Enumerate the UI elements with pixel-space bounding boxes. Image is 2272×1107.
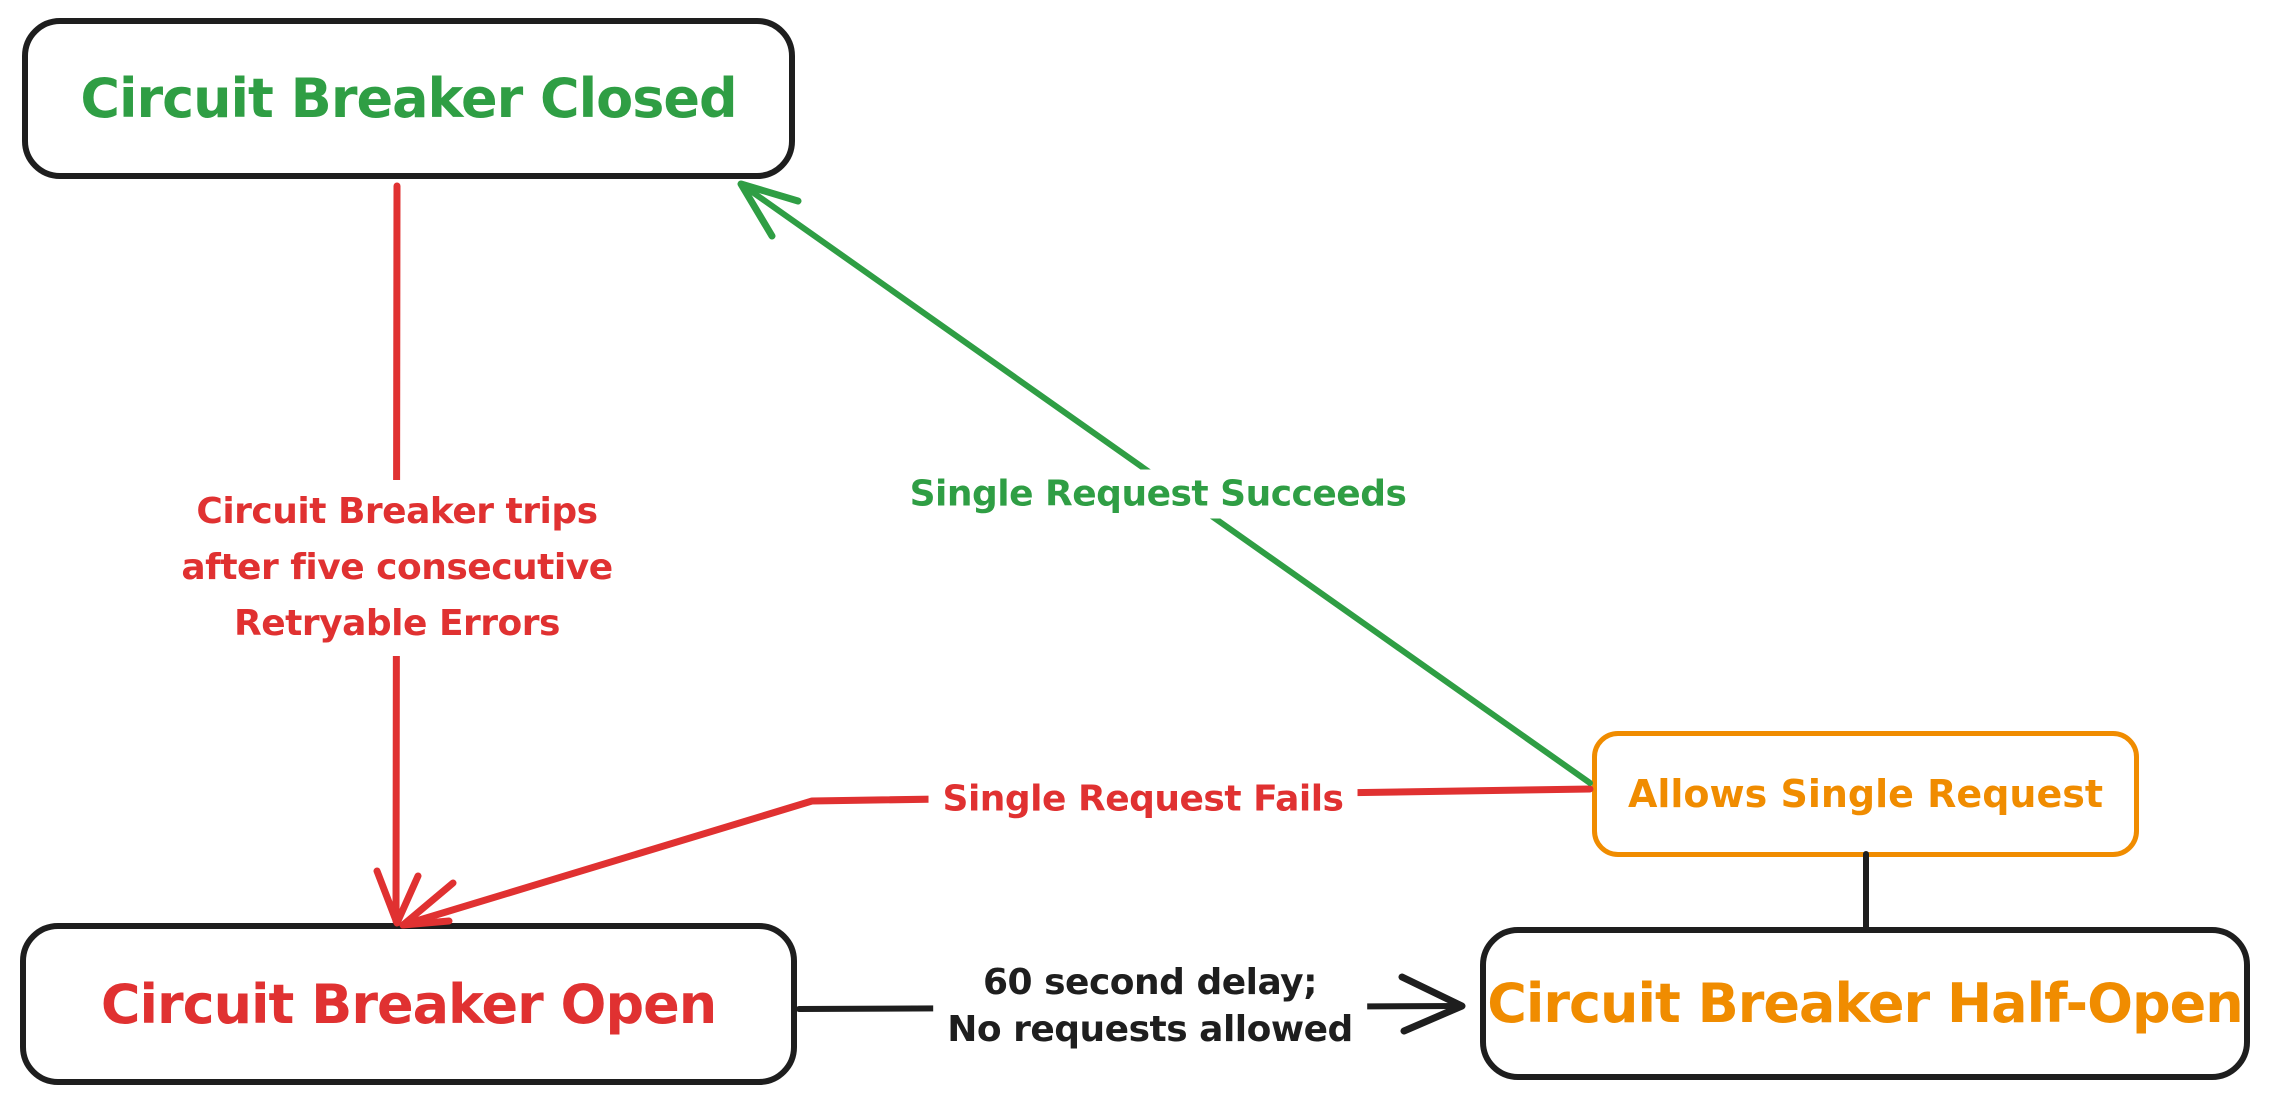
- delay-edge-label: 60 second delay; No requests allowed: [933, 955, 1367, 1057]
- node-circuit-breaker-half-open: Circuit Breaker Half-Open: [1480, 927, 2250, 1080]
- node-allows-single-request-label: Allows Single Request: [1627, 772, 2104, 816]
- node-circuit-breaker-closed: Circuit Breaker Closed: [22, 18, 795, 179]
- trip-edge-label-line2: after five consecutive: [181, 547, 613, 588]
- fail-edge-label: Single Request Fails: [928, 774, 1358, 824]
- node-circuit-breaker-closed-label: Circuit Breaker Closed: [80, 67, 737, 130]
- delay-edge-label-line1: 60 second delay;: [982, 962, 1318, 1003]
- succeed-edge-label: Single Request Succeeds: [895, 469, 1421, 519]
- node-circuit-breaker-half-open-label: Circuit Breaker Half-Open: [1487, 972, 2243, 1035]
- node-circuit-breaker-open: Circuit Breaker Open: [20, 923, 797, 1085]
- trip-edge-label: Circuit Breaker trips after five consecu…: [167, 480, 627, 656]
- fail-arrowhead-icon: [399, 879, 457, 929]
- delay-edge-label-line2: No requests allowed: [947, 1009, 1353, 1050]
- node-allows-single-request: Allows Single Request: [1592, 731, 2139, 857]
- trip-edge-label-line1: Circuit Breaker trips: [196, 491, 598, 532]
- trip-arrowhead-icon: [373, 867, 422, 927]
- node-circuit-breaker-open-label: Circuit Breaker Open: [100, 972, 717, 1036]
- succeed-arrowhead-icon: [737, 180, 802, 240]
- trip-edge-label-line3: Retryable Errors: [234, 603, 560, 644]
- delay-arrowhead-icon: [1398, 973, 1466, 1035]
